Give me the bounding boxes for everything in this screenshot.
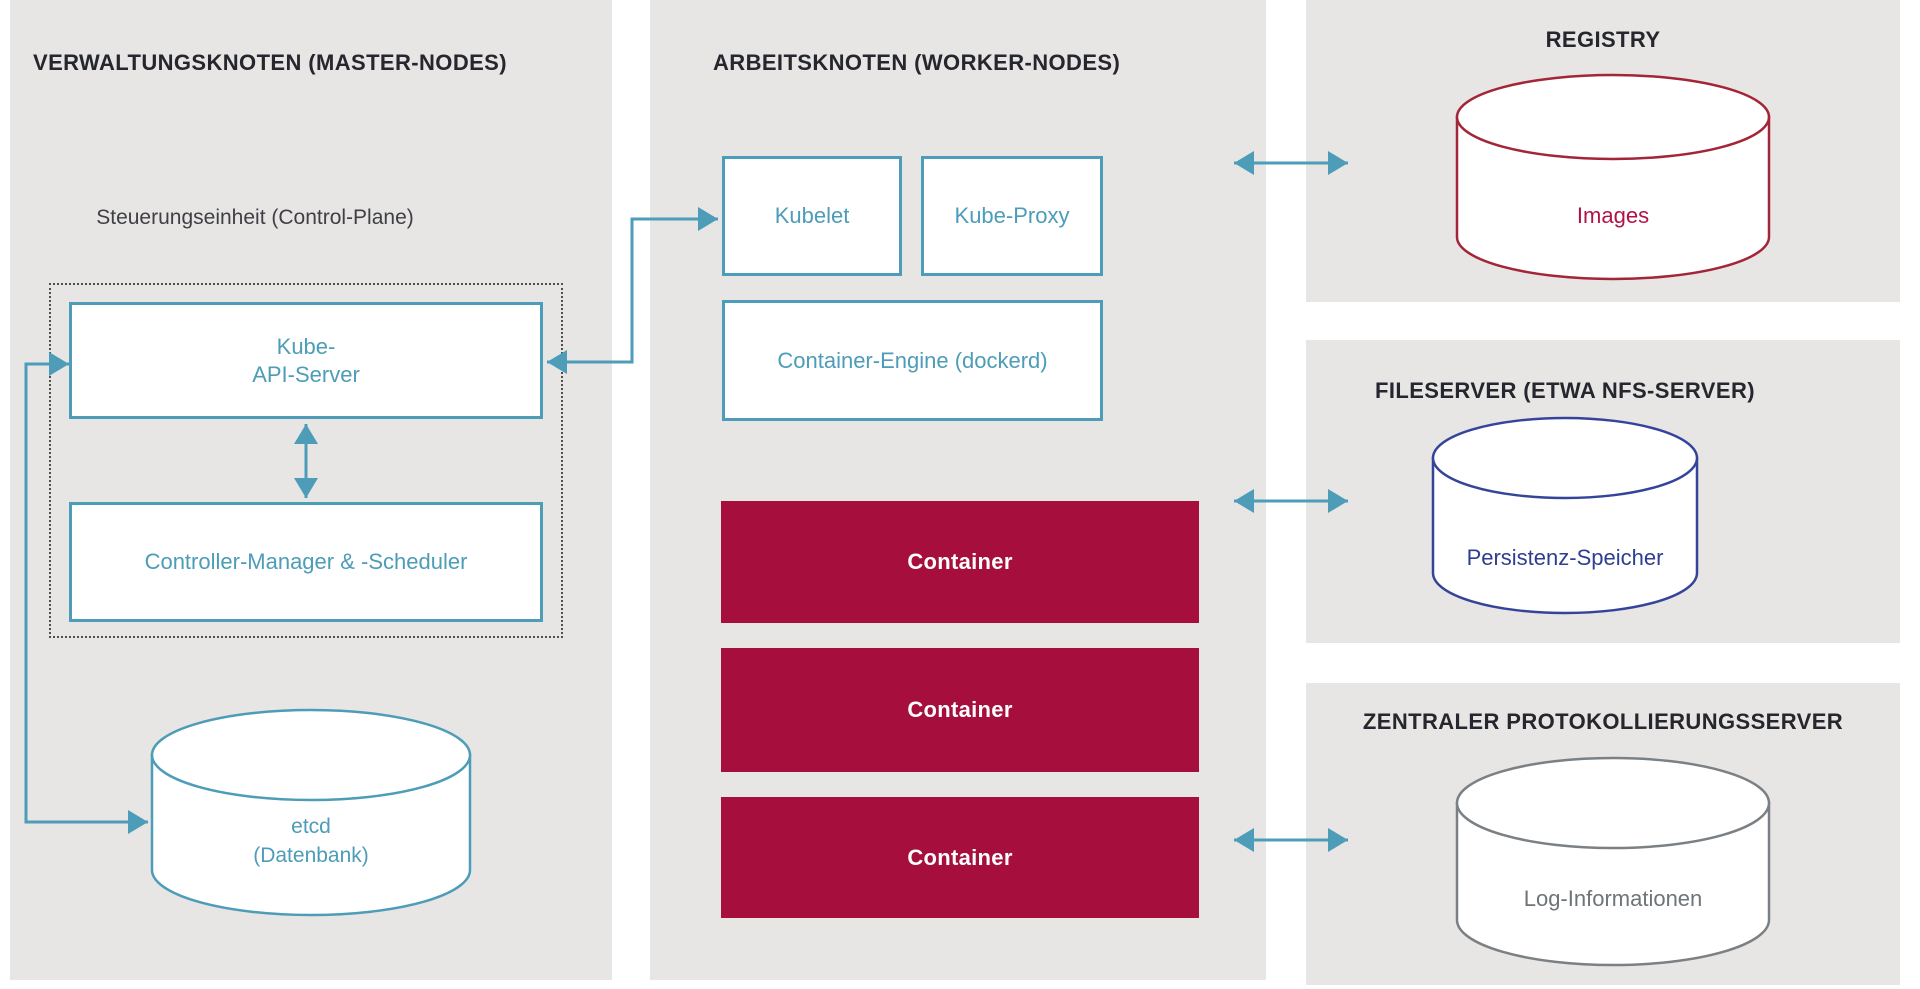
container-engine-box: Container-Engine (dockerd) [722, 300, 1103, 421]
container-box-1: Container [721, 501, 1199, 623]
container-box-2: Container [721, 648, 1199, 772]
container-label-1: Container [907, 549, 1013, 574]
logging-cylinder-icon [1455, 756, 1771, 967]
container-label-3: Container [907, 844, 1013, 870]
api-etcd-connector-arrow [24, 352, 148, 834]
container-engine-label: Container-Engine (dockerd) [777, 347, 1048, 373]
master-panel-title: VERWALTUNGSKNOTEN (MASTER-NODES) [33, 50, 507, 75]
container-box-3: Container [721, 797, 1199, 918]
kube-proxy-box: Kube-Proxy [921, 156, 1103, 276]
kube-api-server-label: Kube- API-Server [252, 333, 360, 387]
etcd-cylinder-icon [150, 708, 472, 917]
kubelet-label: Kubelet [774, 203, 850, 228]
controller-manager-scheduler-label: Controller-Manager & -Scheduler [144, 549, 468, 574]
images-label: Images [1576, 203, 1650, 228]
log-informationen-label: Log-Informationen [1523, 886, 1703, 911]
kube-proxy-label: Kube-Proxy [954, 203, 1070, 228]
worker-panel-title: ARBEITSKNOTEN (WORKER-NODES) [713, 50, 1121, 75]
logging-panel-title: ZENTRALER PROTOKOLLIERUNGSSERVER [1362, 709, 1844, 734]
fileserver-cylinder-icon [1431, 416, 1699, 615]
api-kubelet-connector-arrow [547, 207, 718, 374]
registry-panel-title: REGISTRY [1545, 27, 1661, 52]
persistenz-speicher-label: Persistenz-Speicher [1466, 545, 1664, 570]
control-plane-label: Steuerungseinheit (Control-Plane) [96, 206, 414, 229]
kubelet-box: Kubelet [722, 156, 902, 276]
controller-manager-scheduler-box: Controller-Manager & -Scheduler [69, 502, 543, 622]
fileserver-panel-title: FILESERVER (ETWA NFS-SERVER) [1375, 378, 1755, 403]
container-label-2: Container [907, 697, 1013, 722]
registry-cylinder-icon [1455, 73, 1771, 281]
etcd-label: etcd (Datenbank) [253, 815, 369, 867]
kube-api-server-box: Kube- API-Server [69, 302, 543, 419]
